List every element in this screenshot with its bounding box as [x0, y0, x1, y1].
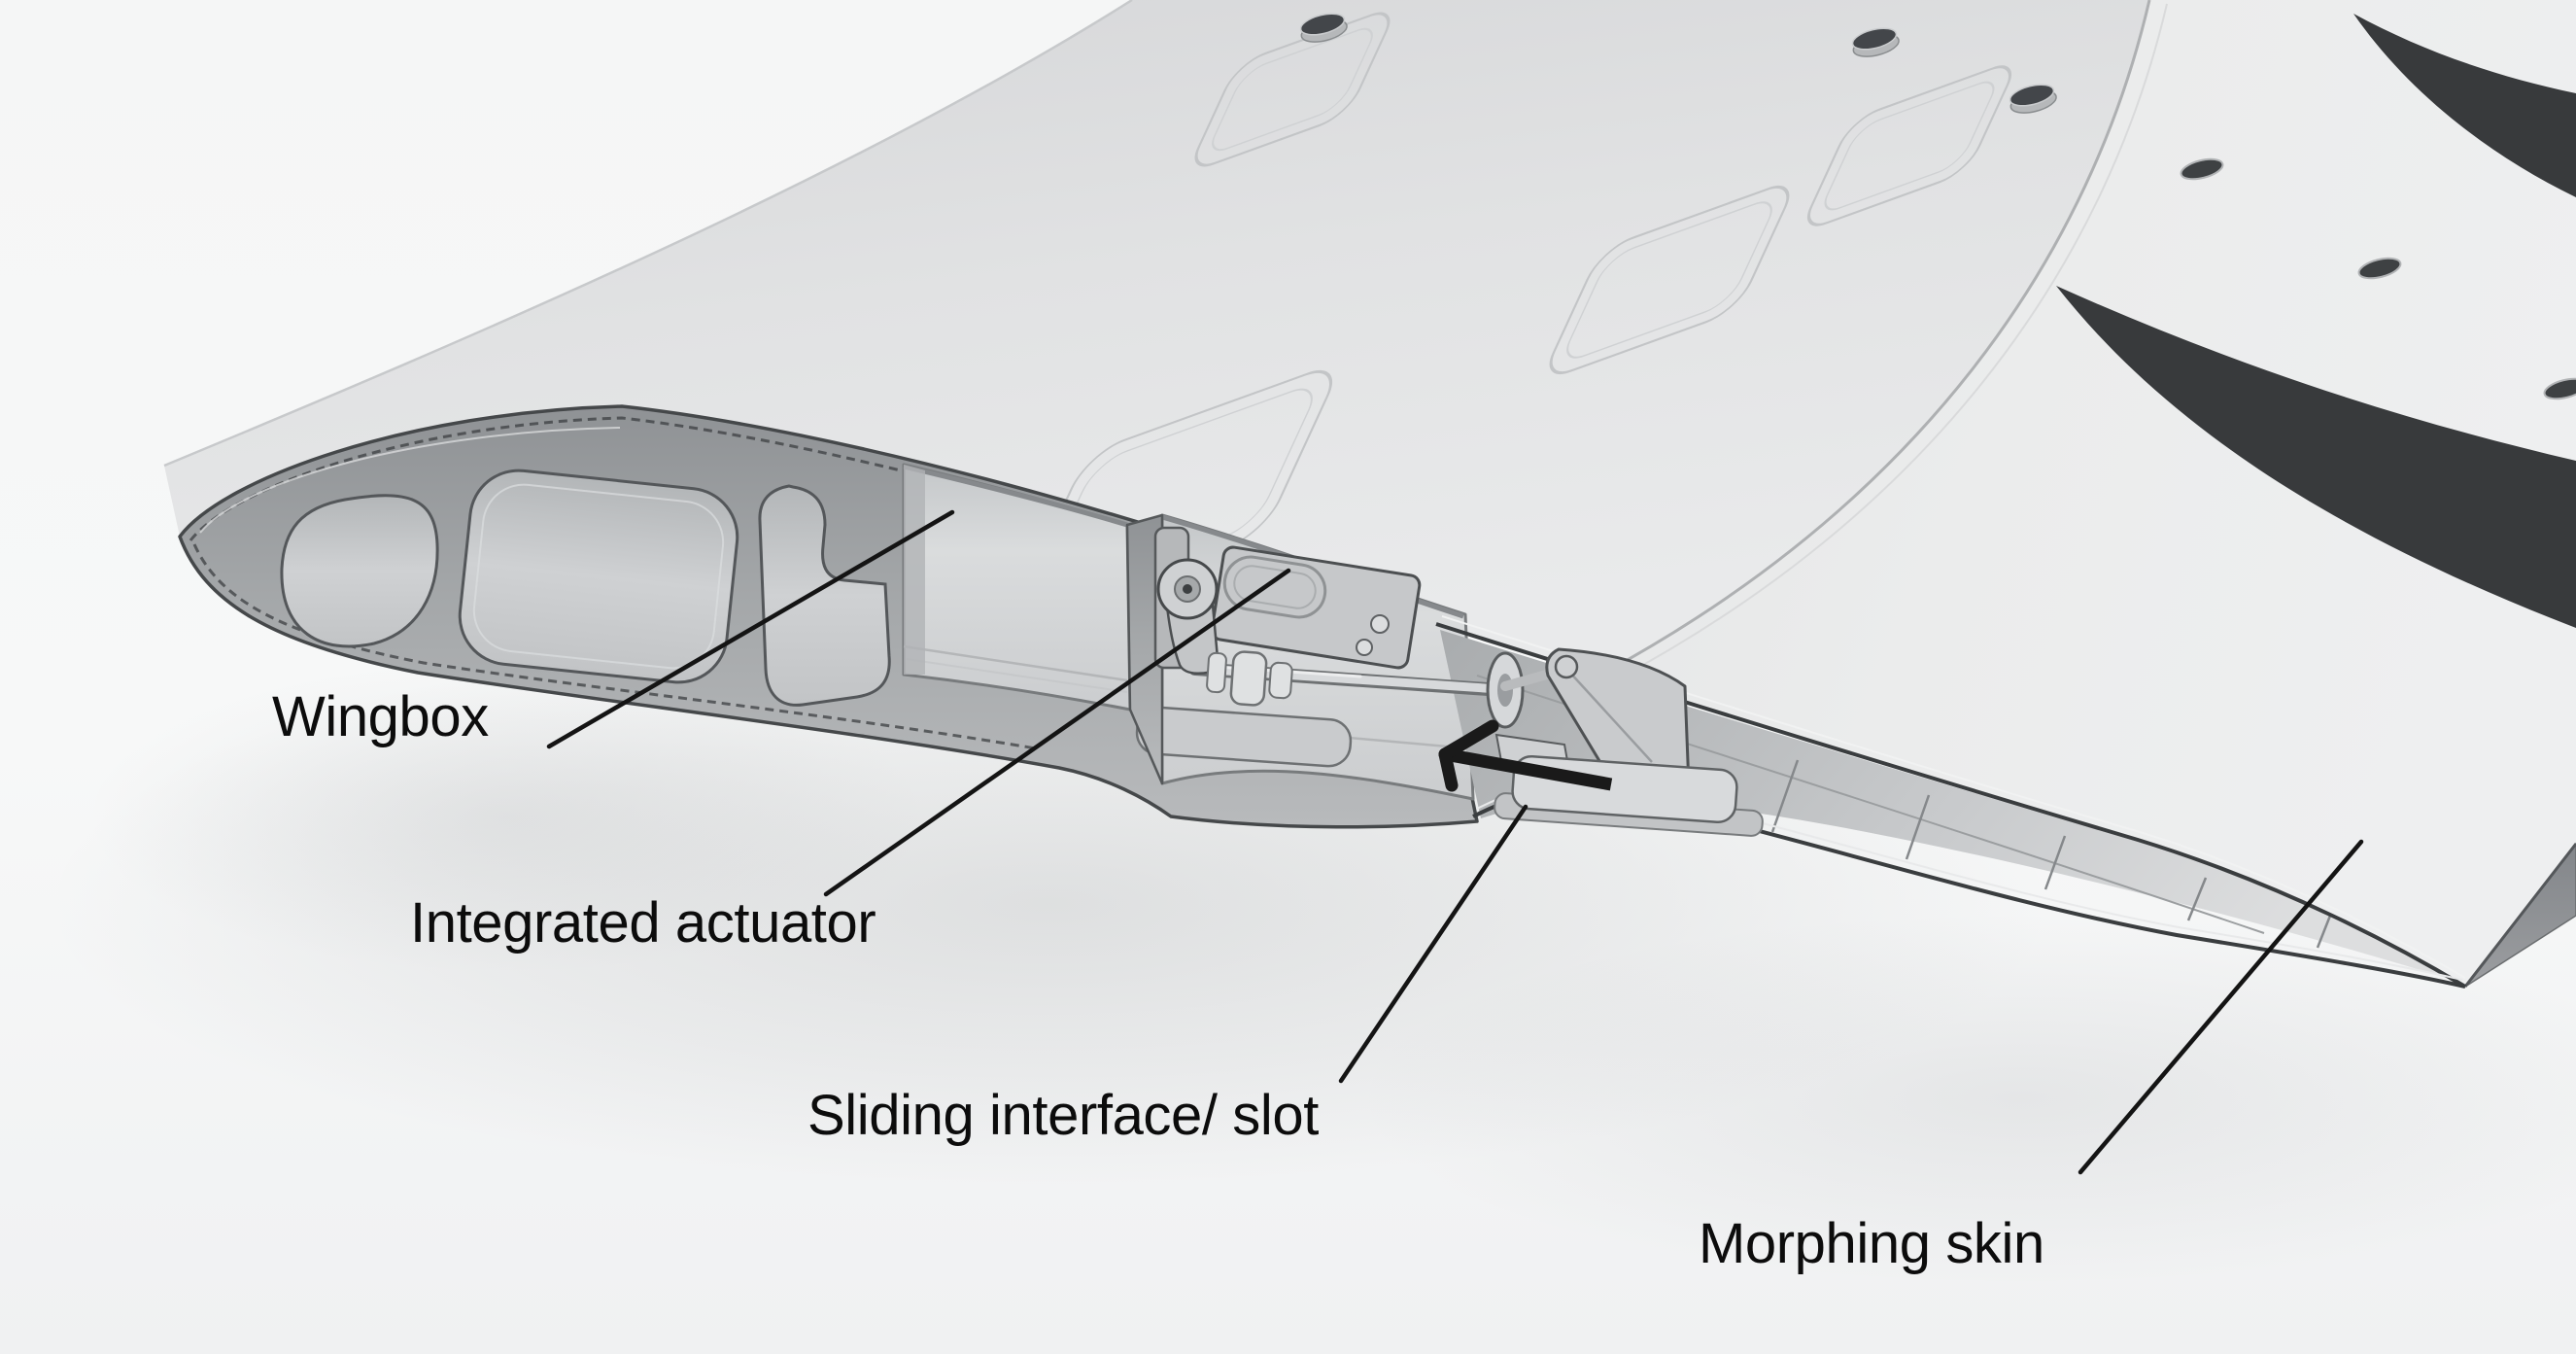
leader-lines: [546, 509, 2364, 1175]
servo-horn: [1156, 558, 1220, 675]
rib-mid-post: [1125, 513, 1164, 785]
actuator-assembly: [1153, 526, 1764, 837]
servo-tab-screw: [1370, 614, 1390, 634]
rib-hole-notched: [758, 484, 891, 707]
slide-direction-arrow-icon: [1438, 719, 1613, 792]
wingbox-cover-skin: [163, 0, 2149, 677]
corrugation-lines: [1770, 759, 2332, 949]
skin-attachment-bracket: [1545, 647, 1691, 789]
servo-emboss: [1222, 555, 1327, 619]
morphing-skin-surface: [1596, 0, 2576, 987]
servo-tab-screw: [1356, 639, 1373, 656]
label-wingbox: Wingbox: [272, 685, 489, 748]
leader-line-sliding-interface: [1338, 804, 1528, 1084]
leader-line-wingbox: [546, 509, 955, 749]
rib-hole-nose: [280, 494, 439, 648]
skin-fasteners: [1299, 13, 2057, 114]
skin-dark-bands: [2056, 14, 2576, 628]
leader-line-integrated-actuator: [823, 568, 1291, 897]
label-sliding-interface: Sliding interface/ slot: [807, 1084, 1319, 1147]
rod-collars: [1206, 650, 1293, 707]
rib-lightening-holes: [280, 469, 891, 707]
label-integrated-actuator: Integrated actuator: [410, 891, 876, 955]
rib-hole-mid: [458, 469, 739, 684]
trailing-edge-face: [2463, 842, 2576, 988]
leader-line-morphing-skin: [2078, 839, 2364, 1175]
label-morphing-skin: Morphing skin: [1699, 1212, 2044, 1275]
skin-seam: [1595, 0, 2168, 681]
